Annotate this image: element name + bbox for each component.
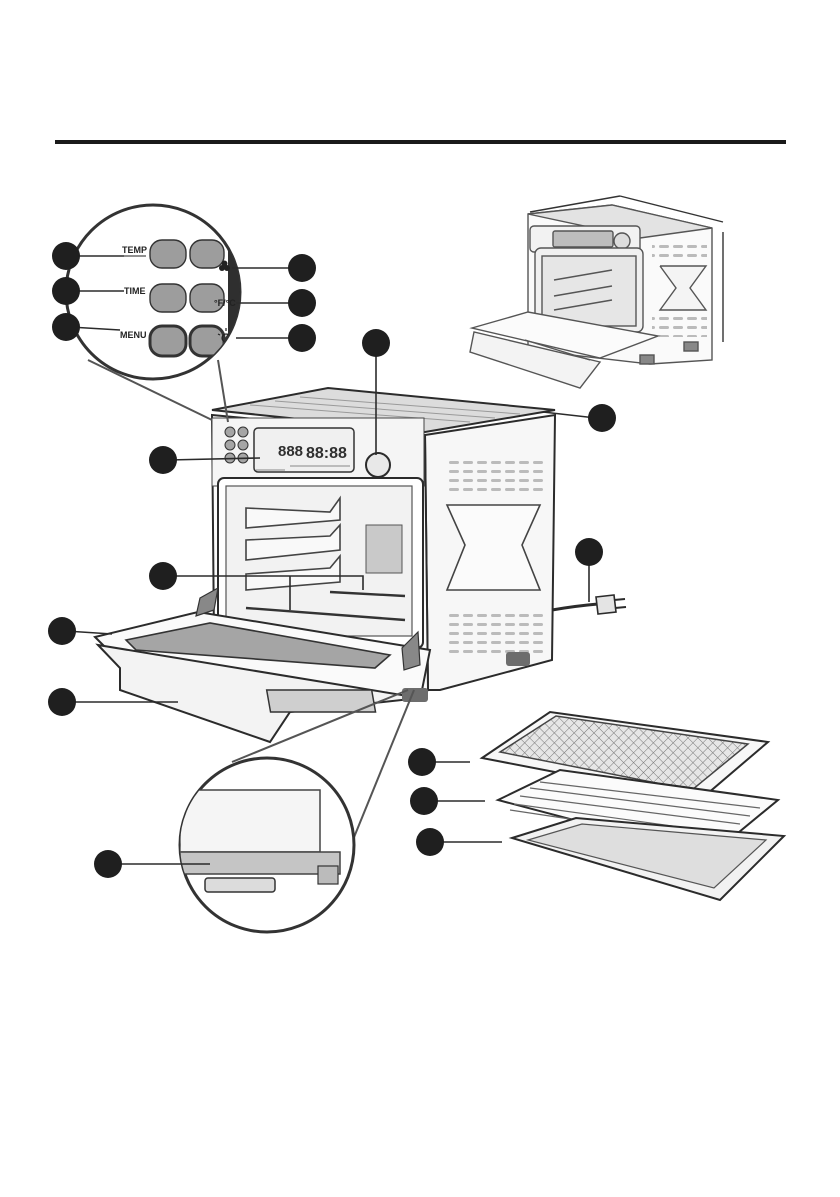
crumb-tray-zoom	[180, 690, 414, 932]
oven-interior-light	[366, 525, 402, 573]
zoom-crumb-tray	[180, 852, 340, 874]
callout-marker	[408, 748, 436, 776]
callout-marker	[288, 289, 316, 317]
zoom-tray-handle	[205, 878, 275, 892]
time-label: TIME	[124, 286, 146, 296]
time-up-button[interactable]	[150, 284, 186, 312]
callout-marker	[410, 787, 438, 815]
callout-marker	[575, 538, 603, 566]
light-button[interactable]	[190, 326, 224, 356]
callout-marker	[94, 850, 122, 878]
display-time: 88:88	[306, 445, 347, 462]
callout-marker	[149, 446, 177, 474]
callout-marker	[48, 688, 76, 716]
reference-oven-thumbnail	[470, 196, 723, 388]
crumb-tray-slot	[267, 690, 376, 712]
main-oven-illustration: 888 88:88	[95, 388, 626, 742]
power-cord	[552, 604, 598, 610]
control-dial[interactable]	[366, 453, 390, 477]
callout-marker	[52, 313, 80, 341]
oven-foot-back	[506, 652, 530, 666]
menu-button[interactable]	[150, 326, 186, 356]
zoom-door-panel	[180, 790, 320, 852]
power-plug-icon	[596, 595, 626, 614]
control-panel-zoom: TEMP TIME MENU °F/°C	[66, 205, 258, 422]
baking-tray	[512, 818, 784, 900]
callout-marker	[52, 242, 80, 270]
side-vent-lower	[447, 612, 543, 658]
temp-label: TEMP	[122, 245, 147, 255]
zoom-connector-2b	[348, 690, 414, 852]
callout-marker	[48, 617, 76, 645]
callout-marker	[416, 828, 444, 856]
fahrenheit-celsius-label: °F/°C	[214, 298, 236, 308]
callout-marker	[288, 254, 316, 282]
zoom-connector-right	[218, 360, 228, 422]
temp-up-button[interactable]	[150, 240, 186, 268]
menu-label: MENU	[120, 330, 147, 340]
display-temperature: 888	[278, 443, 303, 460]
side-vent-upper	[447, 455, 543, 497]
callout-marker	[362, 329, 390, 357]
callout-marker	[52, 277, 80, 305]
callout-marker	[288, 324, 316, 352]
callout-marker	[588, 404, 616, 432]
callout-marker	[149, 562, 177, 590]
temp-down-button[interactable]	[190, 240, 224, 268]
